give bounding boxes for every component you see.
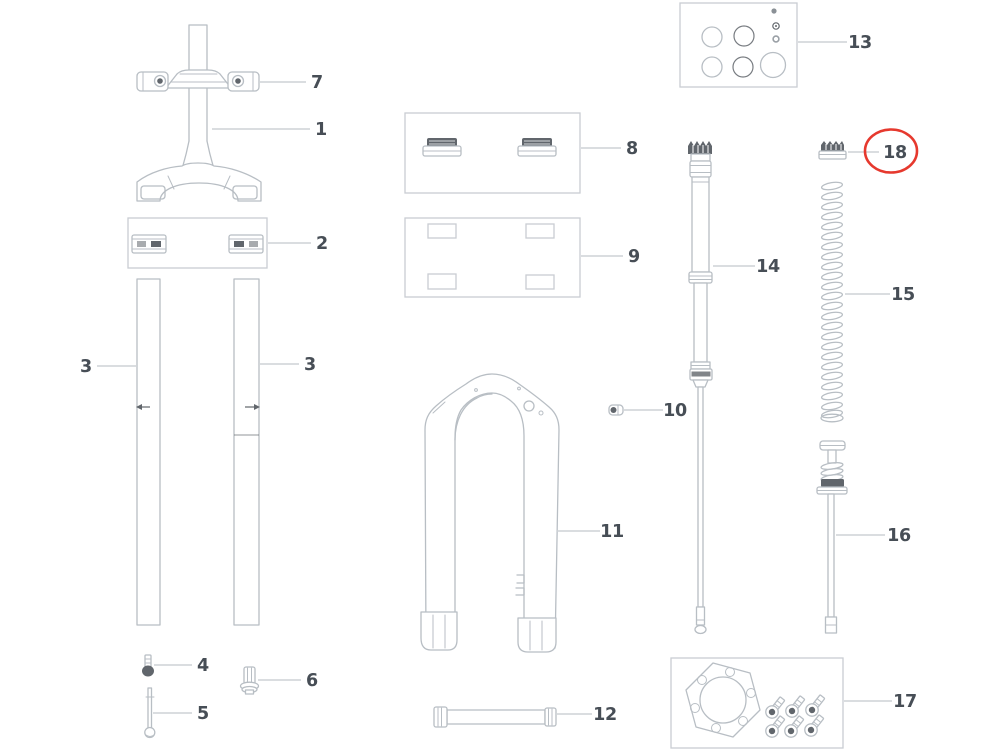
dust-seal (517, 138, 557, 157)
part-upper-tube-right (233, 278, 260, 626)
part-label-3-right: 3 (304, 355, 316, 375)
part-label-2: 2 (316, 234, 328, 254)
part-small-plug (608, 404, 624, 416)
part-label-7: 7 (311, 73, 323, 93)
part-foam-ring-kit-box (404, 217, 581, 298)
part-damper-assembly (688, 141, 713, 635)
part-clip-kit-box (127, 217, 268, 269)
part-label-9: 9 (628, 247, 640, 267)
part-o-ring-seal-kit-box (679, 2, 798, 88)
part-label-8: 8 (626, 139, 638, 159)
part-label-15: 15 (891, 285, 915, 305)
part-flanged-bolt (239, 666, 260, 695)
part-small-screw (142, 654, 154, 677)
part-label-1: 1 (315, 120, 327, 140)
part-rebound-shaft-assembly (816, 440, 848, 634)
clip-right (228, 234, 264, 254)
brake-adapter (685, 662, 761, 738)
part-lower-leg-assembly (420, 373, 560, 653)
part-dust-seal-kit-box (404, 112, 581, 194)
part-upper-tube-left (136, 278, 161, 626)
part-coil-spring (820, 180, 844, 423)
part-brake-adapter-bolt-kit-box (670, 657, 844, 749)
dropout-left (420, 611, 458, 651)
part-top-cap (818, 141, 847, 160)
part-crown-brace (136, 69, 260, 92)
part-crown-steerer-assembly (136, 24, 262, 202)
part-label-5: 5 (197, 704, 209, 724)
part-label-18: 18 (883, 143, 907, 163)
part-label-17: 17 (893, 692, 917, 712)
clip-left (131, 234, 167, 254)
part-label-11: 11 (600, 522, 624, 542)
dust-seal (422, 138, 462, 157)
part-label-16: 16 (887, 526, 911, 546)
dropout-right (517, 617, 557, 653)
part-label-3-left: 3 (80, 357, 92, 377)
part-label-4: 4 (197, 656, 209, 676)
part-label-14: 14 (756, 257, 780, 277)
highlight-circle (863, 128, 919, 174)
part-label-6: 6 (306, 671, 318, 691)
leader-lines (97, 41, 892, 715)
part-label-13: 13 (848, 33, 872, 53)
part-thru-axle (433, 706, 557, 728)
part-label-12: 12 (593, 705, 617, 725)
part-long-rod (144, 687, 156, 739)
part-label-10: 10 (663, 401, 687, 421)
